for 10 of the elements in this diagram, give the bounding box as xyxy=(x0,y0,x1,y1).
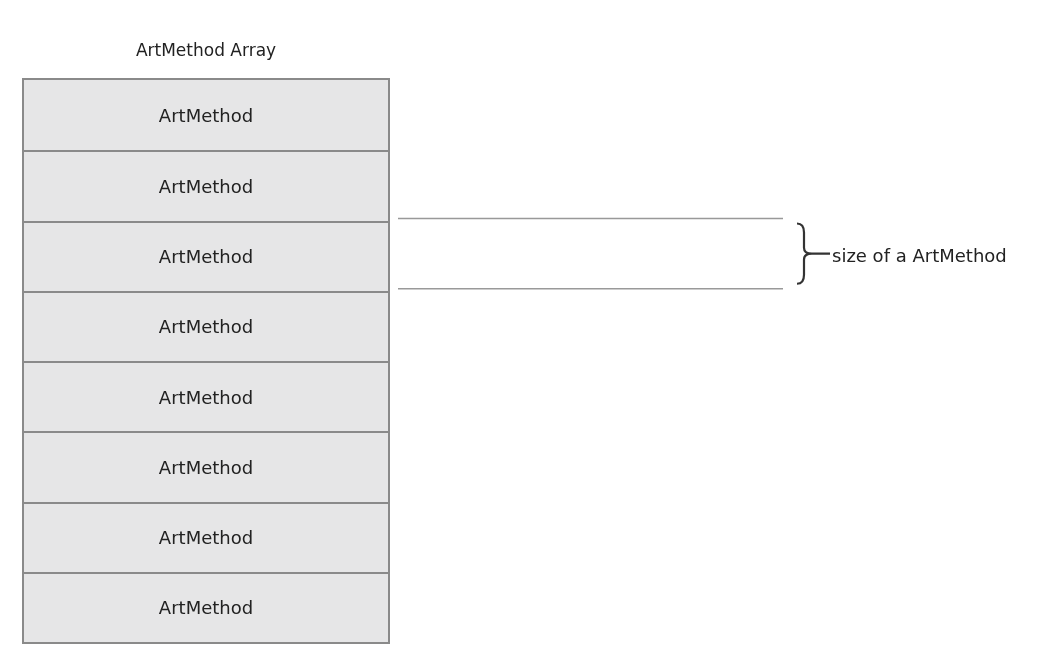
cell-label: ArtMethod xyxy=(158,527,254,549)
size-label: size of a ArtMethod xyxy=(832,245,1007,266)
cell-label: ArtMethod xyxy=(158,104,254,126)
cell-label: ArtMethod xyxy=(158,456,254,478)
cell-label: ArtMethod xyxy=(158,246,254,268)
cell-label: ArtMethod xyxy=(158,316,254,338)
cell-label: ArtMethod xyxy=(158,597,254,619)
cell-label: ArtMethod xyxy=(158,175,254,197)
cell-label: ArtMethod xyxy=(158,386,254,408)
array-title: ArtMethod Array xyxy=(134,40,278,60)
